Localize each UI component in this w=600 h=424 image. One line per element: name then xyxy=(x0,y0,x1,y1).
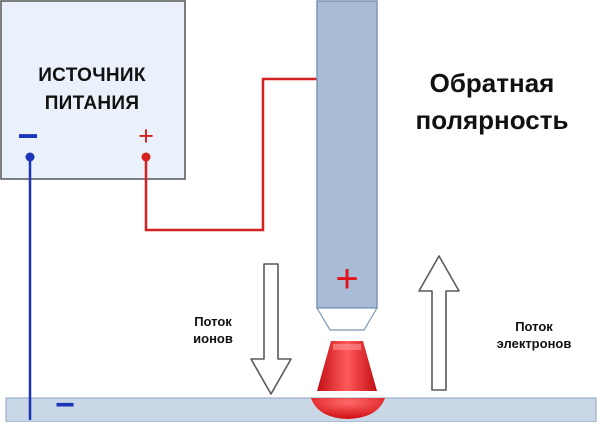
electron-flow-arrow xyxy=(418,255,460,391)
electrode xyxy=(316,0,378,309)
electrode-tip xyxy=(315,307,379,331)
welding-arc xyxy=(317,341,377,391)
power-source-plus-sign: + xyxy=(138,121,154,151)
positive-wire xyxy=(144,77,341,232)
electron-flow-label-line2: электронов xyxy=(496,336,572,351)
workpiece-minus-sign: − xyxy=(55,386,75,424)
negative-terminal xyxy=(25,152,35,162)
arc-core xyxy=(333,344,361,350)
power-source-label-line2: ПИТАНИЯ xyxy=(44,93,140,114)
ion-flow-label-line2: ионов xyxy=(193,331,233,346)
title-line2: полярность xyxy=(415,105,569,135)
ion-flow-label-line1: Поток xyxy=(194,314,232,329)
positive-terminal xyxy=(141,152,151,162)
weld-pool xyxy=(311,398,385,419)
power-source-minus-sign: − xyxy=(17,115,39,156)
power-source-box xyxy=(0,0,186,180)
ion-flow-arrow xyxy=(250,263,292,395)
title-line1: Обратная xyxy=(429,68,555,98)
workpiece-plate xyxy=(5,397,597,422)
power-source-label-line1: ИСТОЧНИК xyxy=(38,65,146,86)
electrode-plus-sign: + xyxy=(335,257,359,301)
electron-flow-label-line1: Поток xyxy=(515,319,553,334)
